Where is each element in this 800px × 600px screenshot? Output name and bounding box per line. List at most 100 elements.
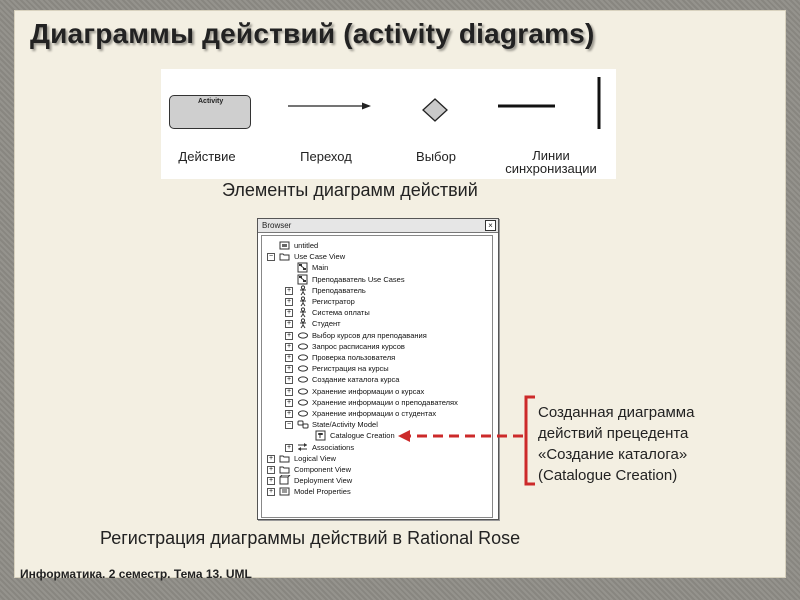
actor-icon: [297, 318, 309, 329]
expand-icon[interactable]: +: [285, 331, 293, 340]
usecase-icon: [297, 408, 309, 419]
expand-icon[interactable]: +: [285, 398, 293, 407]
tree-item-label: Регистратор: [312, 297, 355, 306]
callout-note: Созданная диаграмма действий прецедента …: [538, 402, 738, 486]
usecase-icon: [297, 386, 309, 397]
tree-item[interactable]: + Проверка пользователя: [262, 352, 490, 363]
tree-item[interactable]: Преподаватель Use Cases: [262, 274, 490, 285]
usecase-icon: [297, 363, 309, 374]
expand-icon[interactable]: +: [285, 354, 293, 362]
tree-item-label: Проверка пользователя: [312, 353, 396, 362]
actor-icon: [297, 296, 309, 307]
actor-icon: [297, 307, 309, 318]
tree-item-label: Logical View: [294, 453, 336, 463]
expand-icon[interactable]: +: [285, 286, 293, 295]
elements-caption: Элементы диаграмм действий: [222, 180, 478, 200]
expand-icon[interactable]: +: [285, 309, 293, 318]
tree-item[interactable]: + Студент: [262, 318, 490, 329]
expand-icon[interactable]: +: [267, 488, 275, 497]
expand-icon[interactable]: +: [285, 365, 293, 374]
activity-shape-label: Activity: [198, 98, 224, 105]
usecase-icon: [297, 330, 309, 341]
tree-item-label: Хранение информации о преподавателях: [312, 397, 458, 407]
footer-text: Информатика. 2 семестр. Тема 13. UML: [20, 567, 252, 581]
usecase-icon: [297, 397, 309, 408]
tree-item[interactable]: + Associations: [262, 442, 490, 453]
deployment-icon: [279, 474, 291, 486]
decision-diamond-icon: [422, 98, 448, 122]
tree-item[interactable]: − State/Activity Model: [262, 419, 490, 430]
activity-elements-panel: Activity Действие Переход Выбор Линии си…: [161, 69, 616, 179]
tree-item-label: State/Activity Model: [312, 420, 378, 430]
association-icon: [297, 442, 309, 453]
tree-item[interactable]: + Хранение информации о курсах: [262, 386, 490, 397]
tree-item[interactable]: + Deployment View: [262, 474, 490, 486]
expand-icon[interactable]: +: [285, 320, 293, 329]
tree-item[interactable]: + Регистрация на курсы: [262, 363, 490, 374]
activity-shape: Activity: [169, 95, 251, 129]
tree-item[interactable]: + Регистратор: [262, 296, 490, 307]
folder-icon: [279, 251, 291, 262]
tree-item[interactable]: untitled: [262, 240, 490, 251]
collapse-icon[interactable]: −: [285, 421, 293, 430]
label-sync-lines: Линии синхронизации: [505, 148, 597, 176]
properties-icon: [279, 486, 291, 497]
note-line-3: «Создание каталога»: [538, 446, 688, 463]
label-action: Действие: [178, 149, 236, 164]
tree-item-label: Система оплаты: [312, 308, 370, 318]
tree-item[interactable]: Catalogue Creation: [262, 430, 490, 441]
expand-icon[interactable]: +: [285, 298, 293, 306]
tree-item[interactable]: + Преподаватель: [262, 285, 490, 296]
model-icon: [279, 240, 291, 251]
bottom-caption: Регистрация диаграммы действий в Rationa…: [100, 528, 521, 548]
expand-icon[interactable]: +: [267, 466, 275, 474]
tree-item-label: Хранение информации о студентах: [312, 409, 437, 418]
tree-item[interactable]: + Создание каталога курса: [262, 374, 490, 385]
collapse-icon[interactable]: −: [267, 253, 275, 262]
browser-title-text: Browser: [262, 221, 292, 230]
transition-arrow-icon: [288, 102, 371, 110]
tree-item-label: Преподаватель: [312, 285, 366, 295]
tree-item-label: Associations: [312, 442, 355, 452]
tree-item[interactable]: + Хранение информации о студентах: [262, 408, 490, 419]
tree-item-label: Студент: [312, 319, 341, 329]
label-decision: Выбор: [416, 149, 456, 164]
tree-item-label: Выбор курсов для преподавания: [312, 330, 427, 340]
tree-item[interactable]: + Logical View: [262, 453, 490, 464]
tree-item[interactable]: + Система оплаты: [262, 307, 490, 318]
state-model-icon: [297, 419, 309, 430]
expand-icon[interactable]: +: [285, 376, 293, 385]
expand-icon[interactable]: +: [285, 410, 293, 418]
tree-item[interactable]: + Хранение информации о преподавателях: [262, 397, 490, 408]
expand-icon[interactable]: +: [267, 477, 275, 486]
tree-item-label: Use Case View: [294, 252, 346, 262]
tree-item-label: Запрос расписания курсов: [312, 341, 405, 351]
tree-item-label: untitled: [294, 241, 319, 250]
usecase-icon: [297, 352, 309, 363]
expand-icon[interactable]: +: [285, 443, 293, 452]
diagram-icon: [297, 262, 309, 273]
note-line-2: действий прецедента: [538, 425, 689, 442]
tree-item-label: Регистрация на курсы: [312, 364, 389, 374]
expand-icon[interactable]: +: [285, 342, 293, 351]
note-line-4: (Catalogue Creation): [538, 467, 678, 484]
browser-titlebar[interactable]: Browser ×: [258, 219, 498, 233]
tree-item[interactable]: +Model Properties: [262, 486, 490, 497]
expand-icon[interactable]: +: [267, 454, 275, 463]
tree-item-label: Component View: [294, 465, 351, 474]
tree-item[interactable]: − Use Case View: [262, 251, 490, 262]
activity-diagram-icon: [315, 430, 327, 441]
tree-item[interactable]: + Component View: [262, 464, 490, 475]
tree-item-label: Deployment View: [294, 476, 353, 486]
close-icon[interactable]: ×: [485, 220, 496, 231]
tree-item-label: Создание каталога курса: [312, 375, 400, 385]
expand-icon[interactable]: +: [285, 387, 293, 396]
slide-title: Диаграммы действий (activity diagrams): [30, 18, 595, 49]
tree-item[interactable]: Main: [262, 262, 490, 273]
tree-item[interactable]: + Запрос расписания курсов: [262, 341, 490, 352]
tree-item-label: Хранение информации о курсах: [312, 386, 425, 396]
usecase-icon: [297, 374, 309, 385]
tree-item[interactable]: + Выбор курсов для преподавания: [262, 330, 490, 341]
